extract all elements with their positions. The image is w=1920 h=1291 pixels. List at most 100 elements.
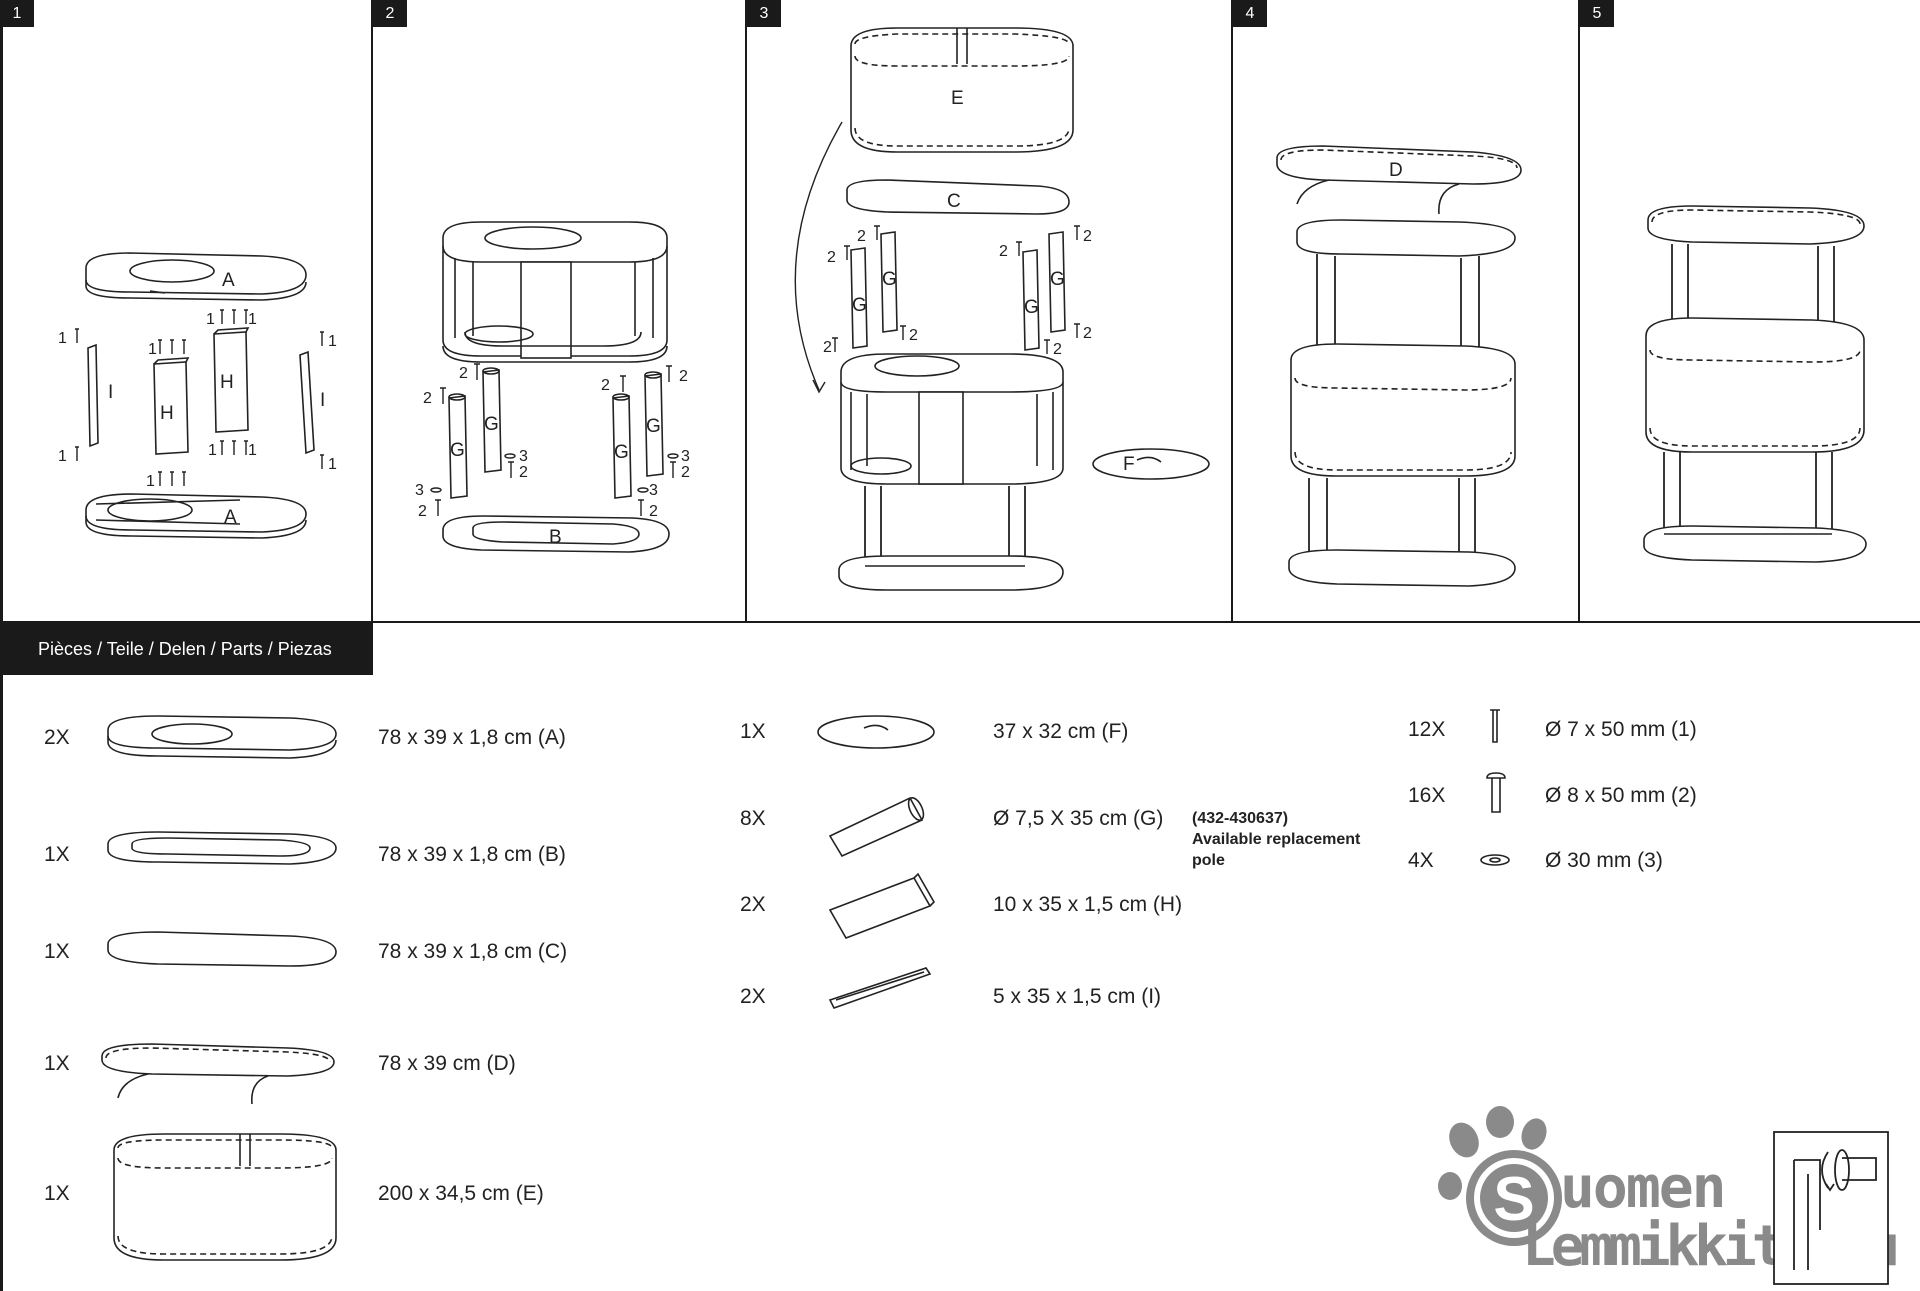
label-a: A	[222, 270, 235, 291]
qty-c: 1X	[44, 940, 70, 963]
replacement-note: (432-430637) Available replacement pole	[1192, 808, 1360, 871]
steps-divider	[0, 621, 1920, 623]
rotate-fastener-icon	[1773, 1131, 1889, 1285]
bolt-icon	[1486, 772, 1506, 813]
hammock-icon	[101, 1043, 335, 1105]
label-h-left: H	[160, 403, 174, 424]
label-hw-8: 2	[418, 503, 427, 520]
label-h-right: H	[220, 372, 234, 393]
label-screw-2: 1	[58, 448, 67, 465]
label-p3-hw-5: 2	[823, 339, 832, 356]
label-g-p3-3: G	[1024, 297, 1039, 318]
label-screw-5: 1	[206, 311, 215, 328]
label-c: C	[947, 191, 961, 212]
label-screw-1: 1	[58, 330, 67, 347]
assembly-arrow	[794, 121, 843, 391]
poles-g-upper	[850, 231, 1066, 351]
label-screw-8: 1	[248, 442, 257, 459]
replacement-code: (432-430637)	[1192, 810, 1289, 827]
label-hw-3: 2	[601, 377, 610, 394]
qty-a: 2X	[44, 726, 70, 749]
qty-i: 2X	[740, 985, 766, 1008]
label-p3-hw-3: 2	[999, 243, 1008, 260]
hardware-markers	[430, 363, 679, 516]
label-hw-7: 3	[415, 482, 424, 499]
tower-stage-4	[1288, 219, 1516, 587]
board-h-right	[213, 327, 250, 433]
label-screw-3: 1	[148, 341, 157, 358]
fabric-e	[850, 27, 1074, 153]
parts-header: Pièces / Teile / Delen / Parts / Piezas	[0, 623, 373, 675]
qty-1: 12X	[1408, 718, 1446, 741]
dims-a: 78 x 39 x 1,8 cm (A)	[378, 726, 566, 749]
plate-a-bottom	[85, 493, 307, 539]
dims-f: 37 x 32 cm (F)	[993, 720, 1129, 743]
dims-b: 78 x 39 x 1,8 cm (B)	[378, 843, 566, 866]
label-hw-10: 2	[681, 464, 690, 481]
dims-i: 5 x 35 x 1,5 cm (I)	[993, 985, 1162, 1008]
dims-2: Ø 8 x 50 mm (2)	[1545, 784, 1697, 807]
label-g-4: G	[646, 416, 661, 437]
logo-line-1: uomen	[1560, 1153, 1727, 1221]
completed-tower	[1643, 205, 1867, 563]
frame-assembly	[442, 221, 668, 363]
label-screw-10: 1	[328, 456, 337, 473]
logo-wordmark: uomen Lemmikkitukku	[1522, 1153, 1900, 1278]
board-h-left	[153, 357, 190, 455]
poles-g	[448, 367, 664, 499]
label-p3-hw-2: 2	[857, 228, 866, 245]
paw-print-icon: S	[1438, 1106, 1562, 1246]
dims-g: Ø 7,5 X 35 cm (G)	[993, 807, 1164, 830]
step-number-3: 3	[747, 0, 781, 27]
label-screw-7: 1	[208, 442, 217, 459]
label-hw-6: 2	[519, 464, 528, 481]
step-panel-3: 3 E C G G G G	[747, 0, 1233, 623]
washer-icon	[1480, 854, 1510, 866]
tower-assembly	[838, 353, 1064, 591]
fabric-wrap-icon	[113, 1133, 337, 1261]
label-g-p3-2: G	[882, 269, 897, 290]
board-i-right	[299, 350, 315, 455]
step-4-illustration: D	[1276, 145, 1522, 587]
replacement-line-1: Available replacement	[1192, 831, 1361, 848]
step-panel-4: 4 D	[1233, 0, 1580, 623]
base-plate-with-hole-icon	[107, 715, 337, 759]
label-g-p3-1: G	[852, 295, 867, 316]
step-panel-1: 1 A I H H	[0, 0, 373, 623]
hardware-markers-p3	[832, 225, 1080, 354]
dims-h: 10 x 35 x 1,5 cm (H)	[993, 893, 1183, 916]
replacement-line-2: pole	[1192, 852, 1225, 869]
step-number-5: 5	[1580, 0, 1614, 27]
label-p3-hw-6: 2	[909, 327, 918, 344]
label-p3-hw-1: 2	[827, 249, 836, 266]
qty-2: 16X	[1408, 784, 1446, 807]
plate-b	[442, 515, 670, 553]
dims-3: Ø 30 mm (3)	[1545, 849, 1663, 872]
label-a-bottom: A	[224, 507, 237, 528]
hammock-d	[1276, 145, 1522, 215]
label-g-p3-4: G	[1050, 269, 1065, 290]
qty-d: 1X	[44, 1052, 70, 1075]
pole-icon	[828, 796, 925, 858]
step-1-illustration: A I H H I	[58, 252, 337, 539]
screw-markers	[75, 309, 324, 486]
label-g-1: G	[450, 440, 465, 461]
label-p3-hw-4: 2	[1083, 228, 1092, 245]
qty-g: 8X	[740, 807, 766, 830]
step-number-2: 2	[373, 0, 407, 27]
step-number-1: 1	[0, 0, 34, 27]
assembly-steps: 1 A I H H	[0, 0, 1920, 623]
label-g-3: G	[614, 442, 629, 463]
label-screw-6: 1	[248, 311, 257, 328]
qty-e: 1X	[44, 1182, 70, 1205]
label-screw-9: 1	[328, 333, 337, 350]
label-screw-4: 1	[146, 473, 155, 490]
dims-e: 200 x 34,5 cm (E)	[378, 1182, 544, 1205]
wide-board-icon	[828, 872, 935, 939]
cushion-icon	[817, 715, 935, 749]
qty-f: 1X	[740, 720, 766, 743]
label-hw-5: 3	[519, 448, 528, 465]
board-i-left	[87, 343, 99, 448]
short-screw-icon	[1490, 709, 1500, 743]
label-g-2: G	[484, 414, 499, 435]
